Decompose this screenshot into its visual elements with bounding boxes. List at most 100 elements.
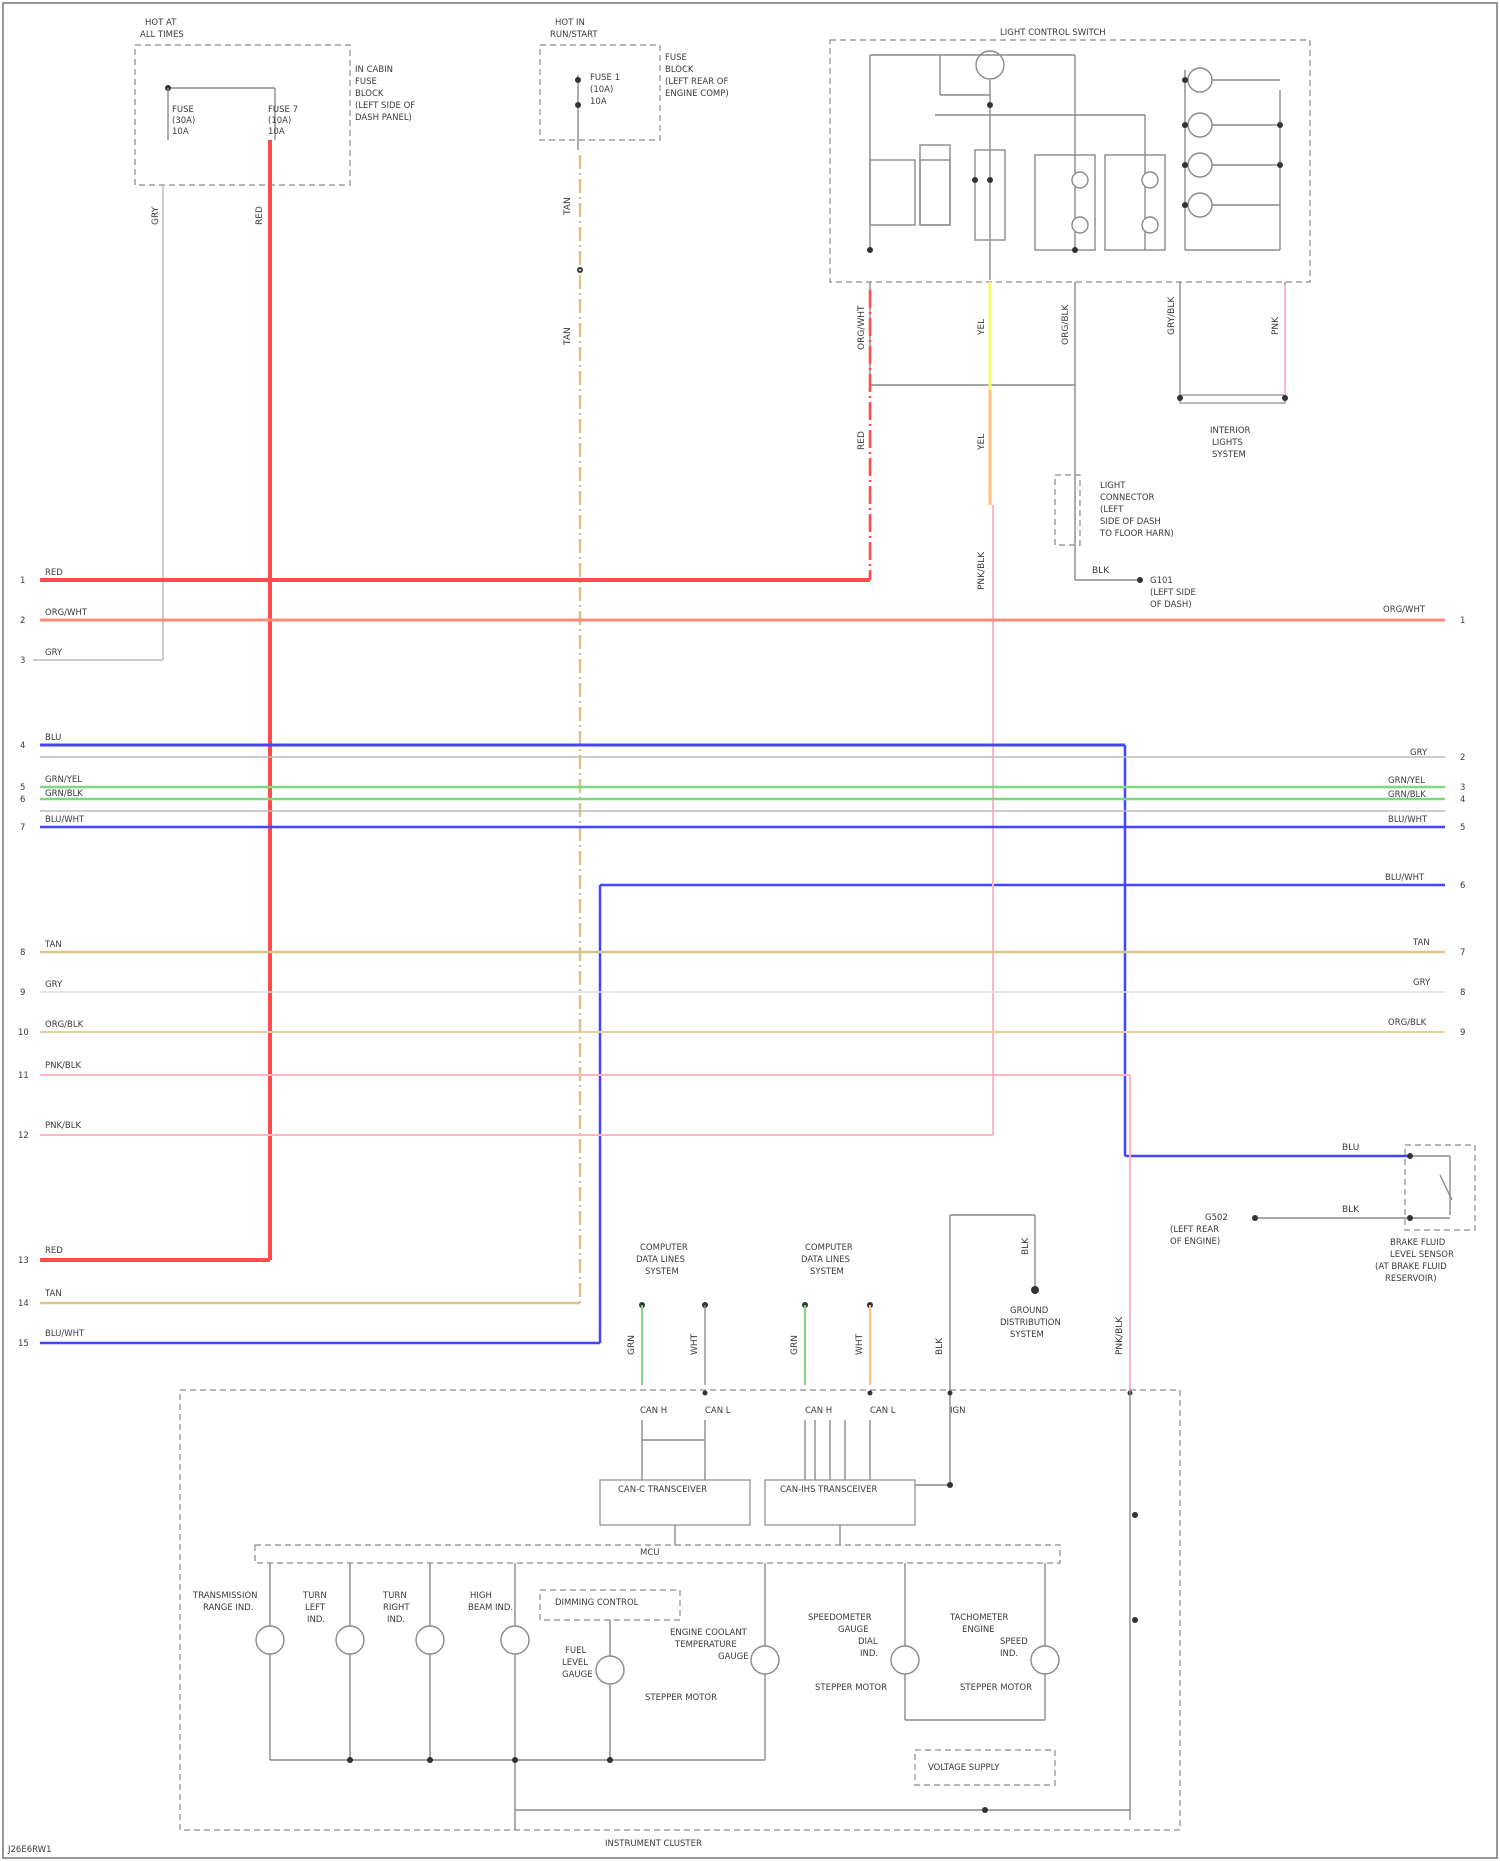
- right-wire-3-num: 3: [1460, 783, 1465, 793]
- wire-label-v20: PNK/BLK: [1115, 1316, 1125, 1355]
- left-wire-5-color: GRN/YEL: [45, 775, 82, 785]
- left-wire-2-num: 2: [20, 616, 25, 626]
- brake-fluid-label-3: (AT BRAKE FLUID: [1375, 1262, 1447, 1272]
- wire-label-v11: BLK: [1092, 566, 1110, 576]
- wire-label-v21: BLU: [1342, 1143, 1359, 1153]
- right-wire-6-color: BLU/WHT: [1385, 873, 1425, 883]
- left-wire-9-num: 9: [20, 988, 25, 998]
- fuse-b-amp: 10A: [268, 127, 285, 137]
- g502-line3: OF ENGINE): [1170, 1237, 1220, 1247]
- right-wire-4-num: 4: [1460, 795, 1465, 805]
- engine-fuse-label-2: BLOCK: [665, 65, 694, 75]
- left-wire-2-color: ORG/WHT: [45, 608, 88, 618]
- brake-fluid-sensor: BLU BLK BRAKE FLUID LEVEL SENSOR (AT BRA…: [1170, 1143, 1475, 1284]
- interior-lights-line3: SYSTEM: [1212, 450, 1246, 460]
- left-wire-6-num: 6: [20, 795, 25, 805]
- gauge-tach-1: TACHOMETER: [949, 1613, 1008, 1623]
- interior-lights-line1: INTERIOR: [1210, 426, 1251, 436]
- vertical-wires: [33, 140, 1445, 1390]
- fuse-b-rating: (10A): [268, 116, 291, 126]
- left-wire-15-color: BLU/WHT: [45, 1329, 85, 1339]
- cabin-fuse-label-2: FUSE: [355, 77, 377, 87]
- gauge-speedo-3: DIAL: [858, 1637, 878, 1647]
- engine-fuse-label-3: (LEFT REAR OF: [665, 77, 728, 87]
- brake-fluid-label-2: LEVEL SENSOR: [1390, 1250, 1454, 1260]
- right-wire-8-color: GRY: [1413, 978, 1431, 988]
- bus1-line2: DATA LINES: [636, 1255, 685, 1265]
- fuse-a-name: FUSE: [172, 105, 194, 115]
- gauge-fuel-1: FUEL: [565, 1646, 586, 1656]
- wire-label-v22: BLK: [1342, 1205, 1360, 1215]
- bus2-line3: SYSTEM: [810, 1267, 844, 1277]
- left-wire-3-num: 3: [20, 656, 25, 666]
- wire-label-v19: BLK: [935, 1337, 945, 1355]
- cabin-fuse-label-5: DASH PANEL): [355, 113, 412, 123]
- ground-dist-line3: SYSTEM: [1010, 1330, 1044, 1340]
- fuse-a-amp: 10A: [172, 127, 189, 137]
- left-wire-6-color: GRN/BLK: [45, 789, 83, 799]
- wire-label-v13: PNK: [1271, 316, 1281, 335]
- gauge-speedo-4: IND.: [860, 1649, 878, 1659]
- right-wire-1-color: ORG/WHT: [1383, 605, 1426, 615]
- gauge-turn-right-2: RIGHT: [383, 1603, 410, 1613]
- wire-label-v16: WHT: [690, 1333, 700, 1355]
- light-connector-line1: LIGHT: [1100, 481, 1126, 491]
- brake-fluid-sensor-box: [1405, 1145, 1475, 1230]
- horizontal-wires: [40, 580, 1445, 1032]
- light-connector-box: [1055, 475, 1080, 545]
- bus2-line2: DATA LINES: [801, 1255, 850, 1265]
- gauge-tach-2: ENGINE: [962, 1625, 995, 1635]
- right-wire-3-color: GRN/YEL: [1388, 776, 1425, 786]
- fuse-c-name: FUSE 1: [590, 73, 620, 83]
- gauge-transmission-1: TRANSMISSION: [192, 1591, 258, 1601]
- wire-label-v9: PNK/BLK: [977, 551, 987, 590]
- light-connector-line2: CONNECTOR: [1100, 493, 1155, 503]
- left-wire-15-num: 15: [18, 1339, 29, 1349]
- g101-line2: (LEFT SIDE: [1150, 588, 1196, 598]
- right-wire-4-color: GRN/BLK: [1388, 790, 1426, 800]
- left-wire-4-num: 4: [20, 741, 25, 751]
- left-wire-14-color: TAN: [44, 1289, 62, 1299]
- light-control-switch: LIGHT CONTROL SWITCH: [830, 28, 1310, 610]
- hot-in-run-line1: HOT IN: [555, 18, 585, 28]
- gauge-turn-right-1: TURN: [382, 1591, 407, 1601]
- fuse-b-name: FUSE 7: [268, 105, 298, 115]
- left-wire-8-color: TAN: [44, 940, 62, 950]
- cabin-fuse-label-4: (LEFT SIDE OF: [355, 101, 415, 111]
- gauge-coolant-3: GAUGE: [718, 1652, 749, 1662]
- diagram-code: J26E6RW1: [7, 1845, 51, 1855]
- hot-at-all-times-line1: HOT AT: [145, 18, 177, 28]
- ground-dist-line2: DISTRIBUTION: [1000, 1318, 1061, 1328]
- stepper-motor-2: STEPPER MOTOR: [815, 1683, 887, 1693]
- gauge-turn-left-3: IND.: [307, 1615, 325, 1625]
- wire-label-v5: ORG/WHT: [857, 305, 867, 350]
- bus2-line1: COMPUTER: [805, 1243, 853, 1253]
- fuse-block-center: HOT IN RUN/START FUSE BLOCK (LEFT REAR O…: [540, 18, 729, 346]
- left-wire-11-num: 11: [18, 1071, 29, 1081]
- interior-lights-line2: LIGHTS: [1212, 438, 1243, 448]
- bus1-line1: COMPUTER: [640, 1243, 688, 1253]
- right-wire-9-num: 9: [1460, 1028, 1465, 1038]
- instrument-cluster: CAN H CAN L CAN H CAN L IGN CAN-C TRANSC…: [180, 1390, 1180, 1849]
- gauge-coolant-2: TEMPERATURE: [674, 1640, 737, 1650]
- left-wire-12-num: 12: [18, 1131, 29, 1141]
- left-wire-1-num: 1: [20, 576, 25, 586]
- gauge-tach-3: SPEED: [1000, 1637, 1028, 1647]
- gauge-transmission-2: RANGE IND.: [203, 1603, 254, 1613]
- gauge-turn-left-2: LEFT: [305, 1603, 326, 1613]
- wire-label-v8: YEL: [977, 434, 987, 451]
- right-wire-7-num: 7: [1460, 948, 1465, 958]
- right-wire-1-num: 1: [1460, 616, 1465, 626]
- left-wire-12-color: PNK/BLK: [45, 1121, 81, 1131]
- dimming-control-label: DIMMING CONTROL: [555, 1598, 639, 1608]
- right-wire-2-color: GRY: [1410, 748, 1428, 758]
- can-l-label-2: CAN L: [870, 1406, 896, 1416]
- can-transceiver-b: CAN-IHS TRANSCEIVER: [780, 1485, 877, 1495]
- hot-in-run-line2: RUN/START: [550, 30, 598, 40]
- left-wire-10-color: ORG/BLK: [45, 1020, 84, 1030]
- g101-line3: OF DASH): [1150, 600, 1192, 610]
- wire-label-v3: TAN: [563, 197, 573, 216]
- left-wire-8-num: 8: [20, 948, 25, 958]
- bus1-line3: SYSTEM: [645, 1267, 679, 1277]
- can-l-label-1: CAN L: [705, 1406, 731, 1416]
